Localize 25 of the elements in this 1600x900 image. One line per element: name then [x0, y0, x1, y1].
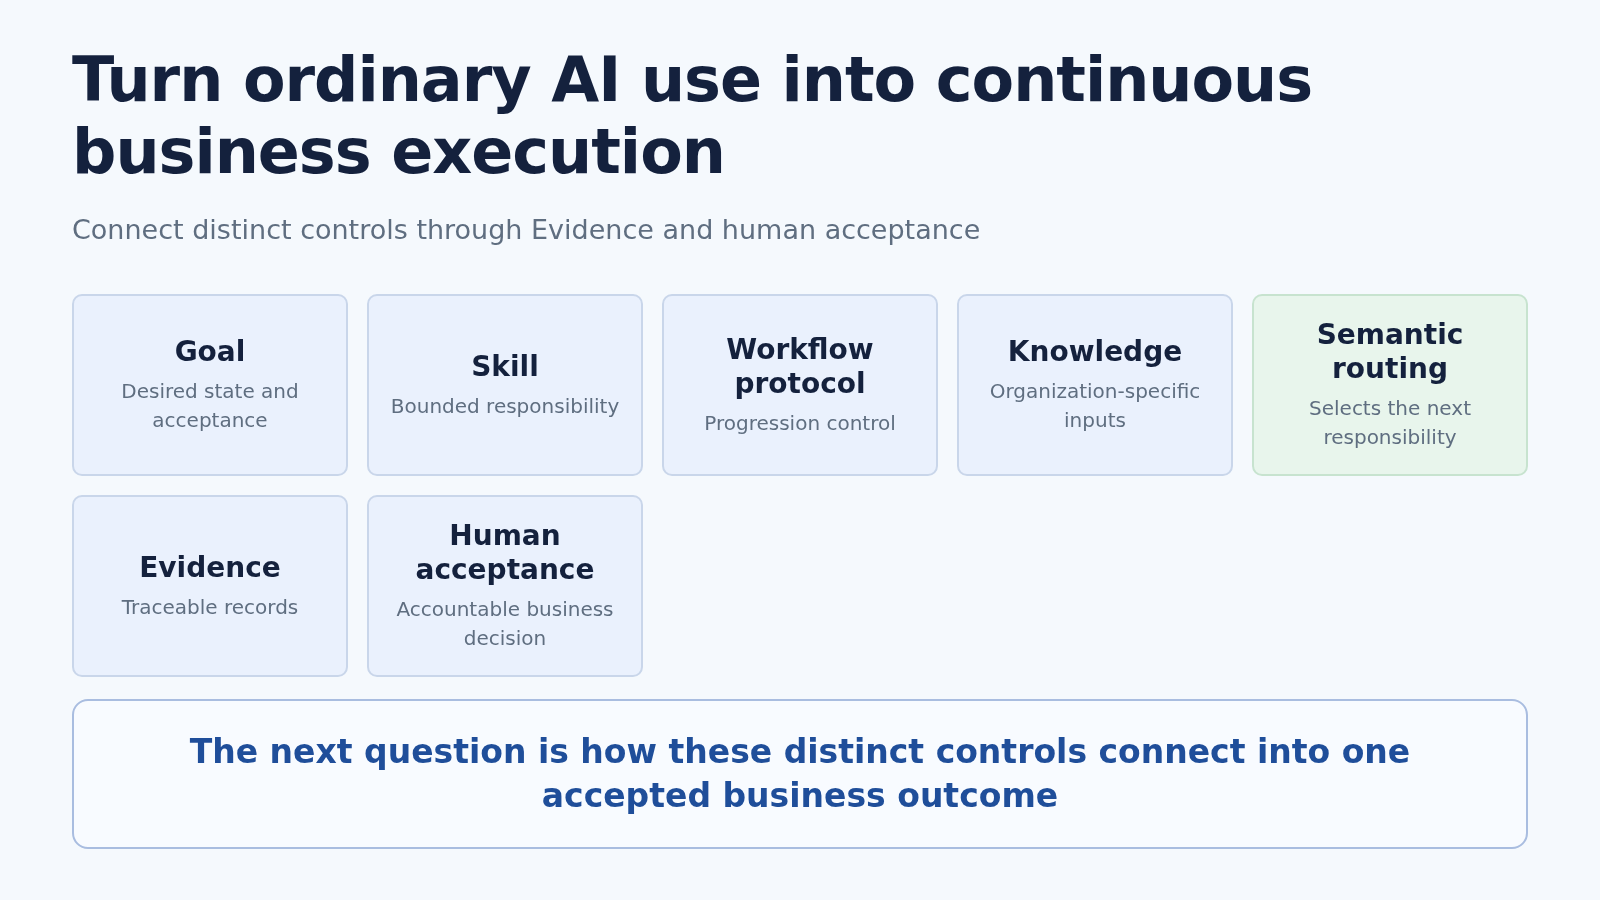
card-heading: Workflow protocol — [725, 332, 875, 401]
title: Turn ordinary AI use into continuous business execution — [72, 44, 1314, 188]
subtitle: Connect distinct controls through Evidence and human acceptance — [72, 214, 981, 245]
card-heading: Skill — [471, 349, 539, 384]
concept-card — [662, 294, 938, 476]
card-description: Traceable records — [121, 593, 299, 621]
card-description: Accountable business decision — [395, 596, 615, 652]
card-description: Selects the next responsibility — [1308, 395, 1472, 451]
card-description: Bounded responsibility — [390, 392, 620, 420]
card-heading: Evidence — [139, 550, 281, 585]
card-description: Progression control — [704, 409, 896, 437]
callout-text: The next question is how these distinct controls connect into one accepted business outcome — [188, 731, 1412, 817]
concept-card — [72, 495, 348, 677]
card-heading: Human acceptance — [414, 519, 596, 587]
concept-card — [1252, 294, 1528, 476]
concept-card — [367, 294, 643, 476]
callout-box — [72, 699, 1528, 849]
card-heading: Semantic routing — [1315, 318, 1465, 386]
concept-card — [957, 294, 1233, 476]
concept-card — [72, 294, 348, 476]
card-heading: Goal — [174, 335, 246, 369]
concept-card — [367, 495, 643, 677]
card-heading: Knowledge — [1007, 335, 1183, 369]
card-description: Desired state and acceptance — [120, 378, 300, 434]
card-description: Organization-specific inputs — [988, 378, 1202, 434]
